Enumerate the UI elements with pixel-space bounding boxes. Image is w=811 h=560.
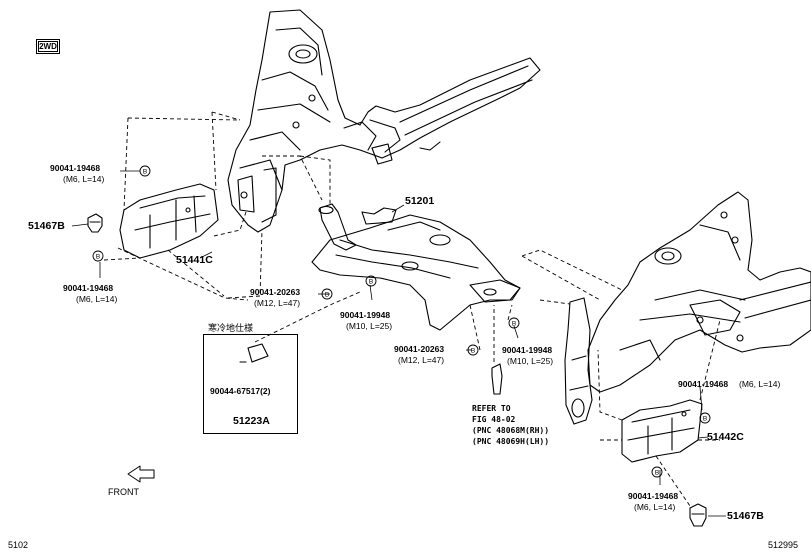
callout-b-3	[321, 288, 333, 300]
bolt-label-2: 90041-19468	[63, 283, 114, 293]
inset-part-51223A	[239, 343, 269, 363]
bolt-spec-1: (M6, L=14)	[63, 174, 105, 184]
footer-left-code: 5102	[8, 540, 29, 550]
bolt-spec-7: (M6, L=14)	[739, 379, 781, 389]
footer-right-code: 512995	[768, 540, 799, 550]
part-label-51223A: 51223A	[233, 415, 270, 427]
part-label-51467B-left: 51467B	[28, 220, 65, 232]
bolt-label-3: 90041-20263	[250, 287, 301, 297]
left-body-structure	[227, 9, 541, 233]
b-letter: B	[703, 416, 707, 423]
callout-b-2	[92, 250, 104, 262]
refer-note-line-2: FIG 48-02	[472, 415, 516, 424]
bolt-spec-2: (M6, L=14)	[76, 294, 118, 304]
bolt-spec-8: (M6, L=14)	[634, 502, 676, 512]
assembly-leaders	[103, 111, 721, 507]
callout-b-1	[139, 165, 151, 177]
bolt-label-1: 90041-19468	[50, 163, 101, 173]
bolt-label-8: 90041-19468	[628, 491, 679, 501]
part-label-51441C: 51441C	[176, 254, 213, 266]
b-letter: B	[655, 470, 659, 477]
bump-stopper-right	[689, 503, 707, 527]
b-callout-letters: B B B B B B B B	[96, 169, 707, 477]
b-letter: B	[369, 279, 373, 286]
callout-b-8	[651, 466, 663, 478]
bolt-label-9: 90044-67517(2)	[210, 386, 271, 396]
bolt-label-4: 90041-19948	[340, 310, 391, 320]
bracket-51442C	[621, 399, 703, 463]
b-letter: B	[96, 254, 100, 261]
b-letter: B	[143, 169, 147, 176]
front-label: FRONT	[108, 487, 139, 497]
bolt-label-7: 90041-19468	[678, 379, 729, 389]
bump-stopper-left	[87, 213, 103, 233]
bolt-spec-4: (M10, L=25)	[346, 321, 393, 331]
refer-note-line-4: (PNC 48069H(LH))	[472, 437, 550, 446]
bolt-spec-3: (M12, L=47)	[254, 298, 301, 308]
part-label-51442C: 51442C	[707, 431, 744, 443]
part-label-51467B-right: 51467B	[727, 510, 764, 522]
label-leaders	[71, 170, 726, 517]
b-letter: B	[512, 321, 516, 328]
bolt-spec-5: (M12, L=47)	[398, 355, 445, 365]
part-label-51201: 51201	[405, 195, 435, 207]
refer-note-line-3: (PNC 48068M(RH))	[472, 426, 550, 435]
callout-b-6	[508, 317, 520, 329]
cold-region-inset: 寒冷地仕様 90044-67517(2)	[203, 325, 298, 434]
inset-title: 寒冷地仕様	[207, 324, 255, 334]
drive-type-badge: 2WD	[36, 39, 60, 54]
callout-b-7	[699, 412, 711, 424]
crossmember-51201	[311, 203, 521, 331]
bolt-spec-6: (M10, L=25)	[507, 356, 554, 366]
bolt-label-5: 90041-20263	[394, 344, 445, 354]
callout-b-4	[365, 275, 377, 287]
refer-note-line-1: REFER TO	[472, 404, 511, 413]
callout-b-5	[467, 344, 479, 356]
b-callouts	[92, 165, 711, 478]
bracket-51441C	[119, 183, 219, 259]
refer-bolt	[491, 363, 503, 395]
bolt-label-6: 90041-19948	[502, 345, 553, 355]
front-arrow-icon	[127, 465, 155, 483]
right-body-structure	[564, 191, 811, 425]
b-letter: B	[471, 348, 475, 355]
b-letter: B	[325, 292, 329, 299]
